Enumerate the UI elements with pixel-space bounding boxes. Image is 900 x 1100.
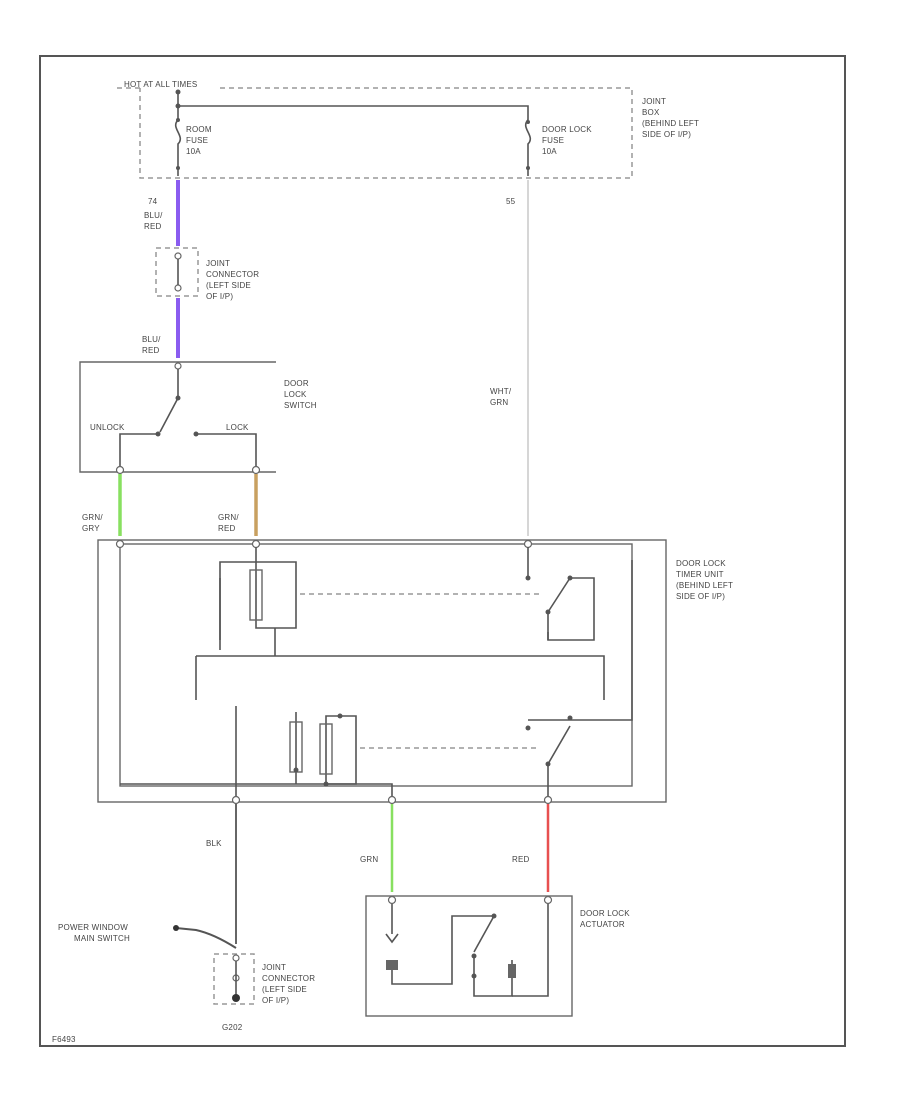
diagram-frame: [39, 55, 846, 1047]
wire-grn-red-label-1: GRN/: [218, 513, 239, 522]
joint-box-label-2: BOX: [642, 108, 660, 117]
wire-blu-red-top-2: RED: [144, 222, 162, 231]
joint-box-label-1: JOINT: [642, 97, 666, 106]
wire-wht-grn-label-2: GRN: [490, 398, 508, 407]
power-window-label-2: MAIN SWITCH: [74, 934, 130, 943]
wire-blk-label: BLK: [206, 839, 222, 848]
ground-circuit: POWER WINDOW MAIN SWITCH JOINT CONNECTOR…: [58, 923, 315, 1032]
wire-grn-red-label-2: RED: [218, 524, 236, 533]
switch-to-timer-wires: GRN/ GRY GRN/ RED: [82, 474, 258, 536]
door-lock-switch-label-2: LOCK: [284, 390, 307, 399]
door-lock-switch: UNLOCK LOCK DOOR LOCK SWITCH: [79, 361, 317, 475]
room-fuse-label-2: FUSE: [186, 136, 208, 145]
actuator-label-1: DOOR LOCK: [580, 909, 630, 918]
joint-connector-bottom-1: JOINT: [262, 963, 286, 972]
output-wires: BLK GRN RED: [206, 804, 550, 944]
pin-74-label: 74: [148, 197, 158, 206]
joint-box: HOT AT ALL TIMES ROOM FUSE 10A DOOR LOCK…: [116, 80, 699, 179]
joint-connector-top-2: CONNECTOR: [206, 270, 259, 279]
door-lock-actuator: DOOR LOCK ACTUATOR: [365, 895, 630, 1017]
hot-at-all-times-label: HOT AT ALL TIMES: [124, 80, 197, 89]
wire-red-label: RED: [512, 855, 530, 864]
wire-blu-red-top-1: BLU/: [144, 211, 163, 220]
joint-connector-bottom-2: CONNECTOR: [262, 974, 315, 983]
door-lock-fuse-label-2: FUSE: [542, 136, 564, 145]
joint-connector-top-3: (LEFT SIDE: [206, 281, 251, 290]
room-fuse-label-3: 10A: [186, 147, 201, 156]
wire-grn-label: GRN: [360, 855, 378, 864]
power-window-wire: [175, 927, 237, 949]
timer-unit-label-2: TIMER UNIT: [676, 570, 724, 579]
wire-blu-red-mid-2: RED: [142, 346, 160, 355]
door-lock-timer-unit: DOOR LOCK TIMER UNIT (BEHIND LEFT SIDE O…: [97, 539, 733, 805]
door-lock-fuse-label-1: DOOR LOCK: [542, 125, 592, 134]
diagram-id: F6493: [52, 1035, 76, 1044]
joint-box-label-3: (BEHIND LEFT: [642, 119, 699, 128]
joint-box-label-4: SIDE OF I/P): [642, 130, 691, 139]
pin-55-label: 55: [506, 197, 516, 206]
timer-unit-label-3: (BEHIND LEFT: [676, 581, 733, 590]
wire-blu-red-mid-1: BLU/: [142, 335, 161, 344]
blu-red-circuit: 74 BLU/ RED JOINT CONNECTOR (LEFT SIDE O…: [142, 180, 259, 358]
joint-connector-bottom-3: (LEFT SIDE: [262, 985, 307, 994]
wht-grn-circuit: 55 WHT/ GRN: [490, 180, 529, 536]
joint-connector-top-4: OF I/P): [206, 292, 233, 301]
timer-unit-label-1: DOOR LOCK: [676, 559, 726, 568]
wire-grn-gry-label-2: GRY: [82, 524, 100, 533]
room-fuse-label-1: ROOM: [186, 125, 212, 134]
door-lock-switch-label-1: DOOR: [284, 379, 309, 388]
ground-label: G202: [222, 1023, 243, 1032]
joint-connector-bottom-4: OF I/P): [262, 996, 289, 1005]
joint-connector-top-1: JOINT: [206, 259, 230, 268]
wire-grn-gry-label-1: GRN/: [82, 513, 103, 522]
unlock-label: UNLOCK: [90, 423, 125, 432]
timer-unit-label-4: SIDE OF I/P): [676, 592, 725, 601]
door-lock-switch-label-3: SWITCH: [284, 401, 317, 410]
actuator-label-2: ACTUATOR: [580, 920, 625, 929]
wire-wht-grn-label-1: WHT/: [490, 387, 512, 396]
door-lock-fuse-label-3: 10A: [542, 147, 557, 156]
lock-label: LOCK: [226, 423, 249, 432]
power-window-label-1: POWER WINDOW: [58, 923, 128, 932]
